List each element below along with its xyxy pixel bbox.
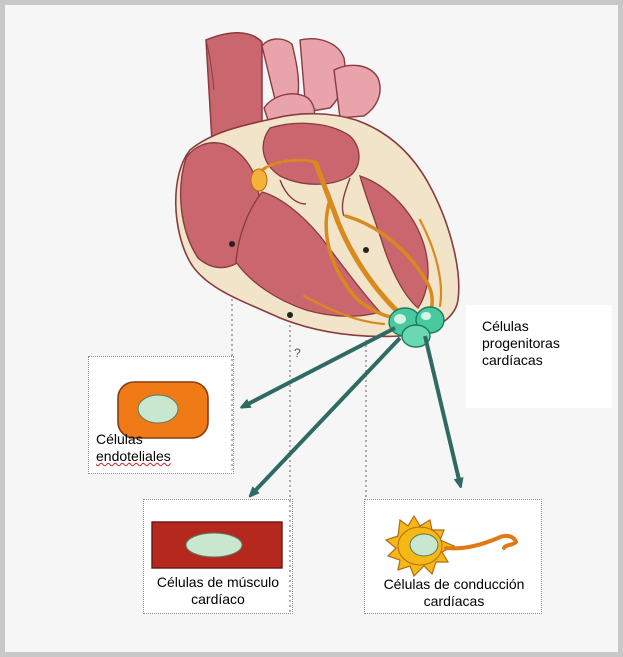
question-mark: ? [294,346,301,360]
muscle-label-line2: cardíaco [141,591,295,608]
differentiation-arrows [244,328,460,494]
endothelial-label: Células endoteliales [96,431,171,465]
progenitor-label: Células progenitoras cardíacas [482,318,560,369]
endothelial-label-line1: Células [96,431,171,448]
muscle-label: Células de músculo cardíaco [141,574,295,608]
progenitor-label-line3: cardíacas [482,352,560,369]
conduction-label-line1: Células de conducción [364,576,544,593]
progenitor-label-line1: Células [482,318,560,335]
conduction-label: Células de conducción cardíacas [364,576,544,610]
endothelial-label-line2: endoteliales [96,448,171,465]
arrow-to-conduction [425,336,460,484]
muscle-label-line1: Células de músculo [141,574,295,591]
conduction-cell-icon [386,516,516,576]
conduction-label-line2: cardíacas [364,593,544,610]
muscle-cell-icon [152,522,282,568]
endothelial-cell-icon [118,382,208,438]
progenitor-label-line2: progenitoras [482,335,560,352]
